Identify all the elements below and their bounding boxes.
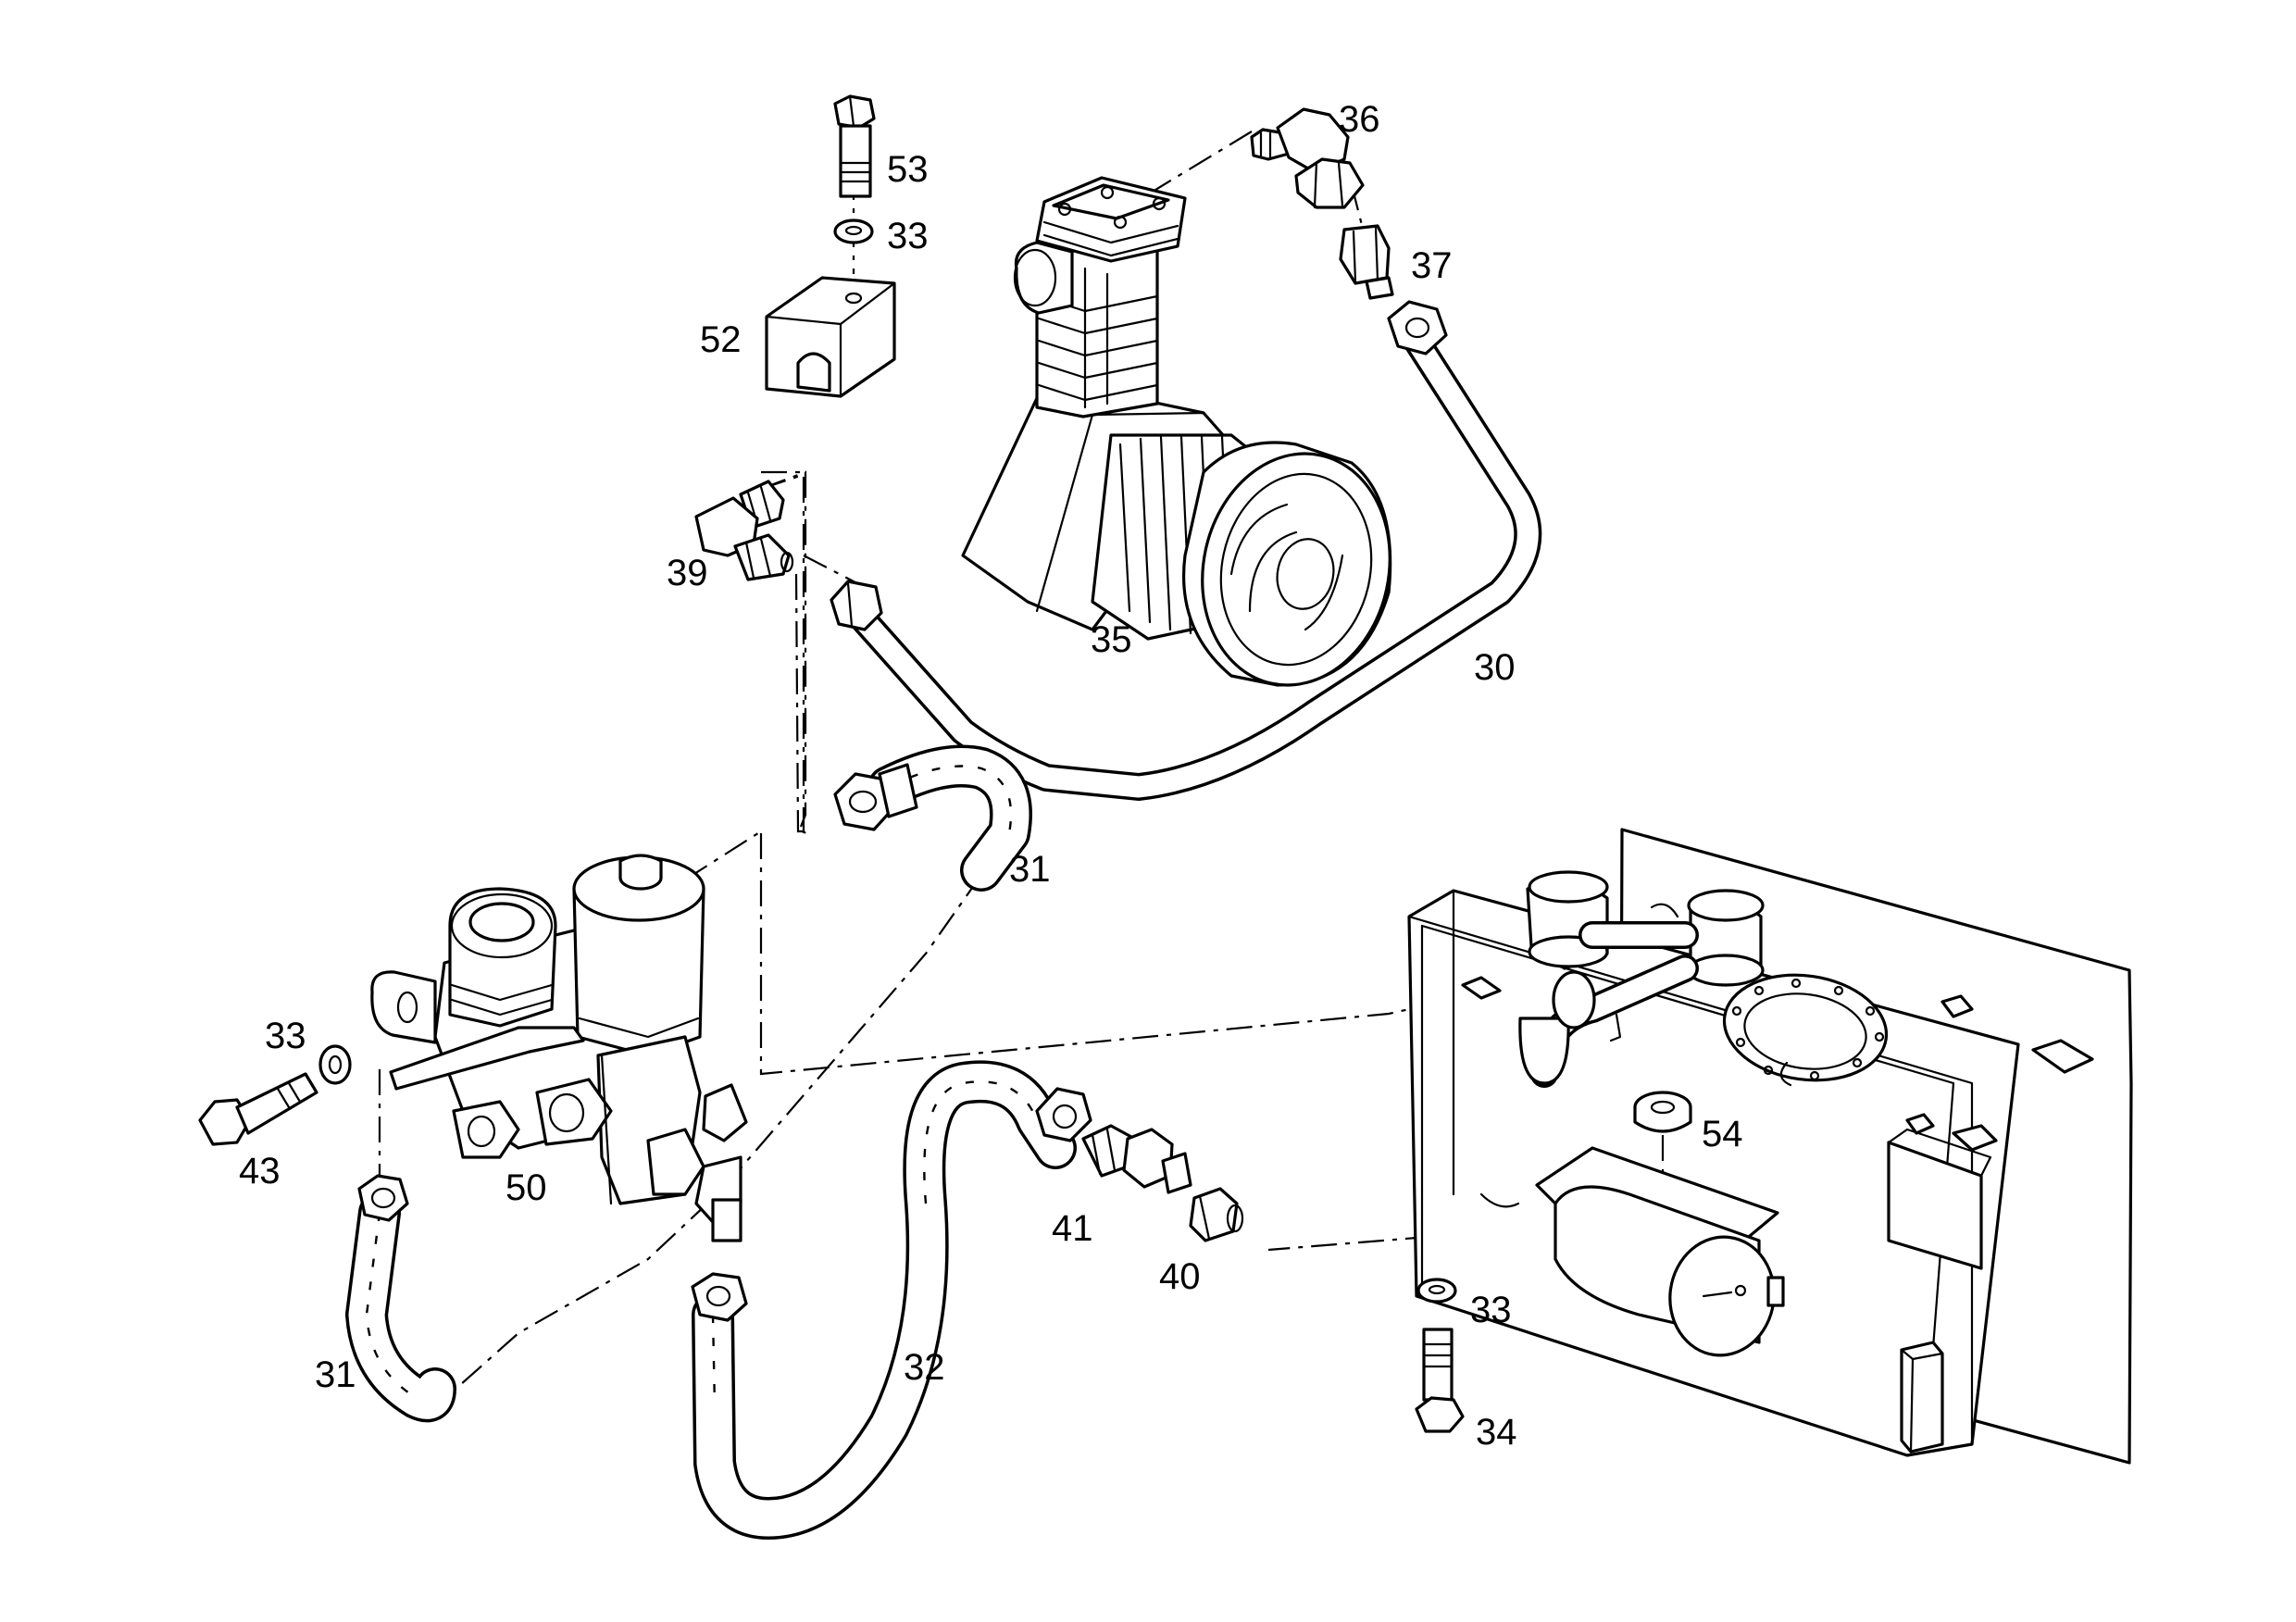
bolt-34: [1415, 1328, 1465, 1433]
hose-32: [691, 1060, 1092, 1540]
hose-31-lower: [345, 1174, 456, 1423]
callout-31-upper: 31: [1009, 849, 1051, 890]
callout-35: 35: [1091, 619, 1132, 660]
callout-31-lower: 31: [315, 1354, 356, 1395]
elbow-36: [1250, 107, 1365, 209]
callout-40: 40: [1159, 1256, 1201, 1297]
fitting-40: [1189, 1187, 1244, 1242]
fitting-41: [1081, 1124, 1192, 1194]
callout-50: 50: [505, 1167, 547, 1208]
clamp-block-52: [765, 276, 896, 398]
callout-41: 41: [1052, 1208, 1093, 1249]
callout-36: 36: [1339, 99, 1380, 140]
bolt-43: [198, 1072, 318, 1146]
washer-33-right: [1416, 1278, 1457, 1304]
washer-33-top: [833, 218, 874, 244]
elbow-39: [694, 480, 794, 581]
callout-33-left: 33: [265, 1016, 306, 1056]
callout-53: 53: [887, 149, 929, 190]
callout-30: 30: [1474, 647, 1516, 688]
callout-37: 37: [1411, 245, 1453, 286]
callout-32: 32: [904, 1347, 945, 1388]
valve-assembly-50: [370, 854, 748, 1242]
callout-54: 54: [1702, 1114, 1743, 1154]
callout-34: 34: [1476, 1412, 1517, 1453]
tank-assembly: [1407, 828, 2133, 1465]
washer-33-left: [318, 1044, 352, 1085]
callout-39: 39: [667, 553, 708, 593]
callout-33-right: 33: [1470, 1290, 1512, 1330]
compressor-35: [961, 176, 1392, 687]
fitting-37: [1339, 224, 1394, 300]
callout-43: 43: [239, 1151, 281, 1192]
callout-labels: 53 33 52 36 37 39 35 30 31 33 43 50 31 3…: [239, 99, 1743, 1453]
callout-33-top: 33: [887, 216, 929, 256]
hose-31-upper: [833, 744, 1032, 892]
callout-52: 52: [700, 319, 742, 360]
bolt-53: [833, 94, 876, 198]
